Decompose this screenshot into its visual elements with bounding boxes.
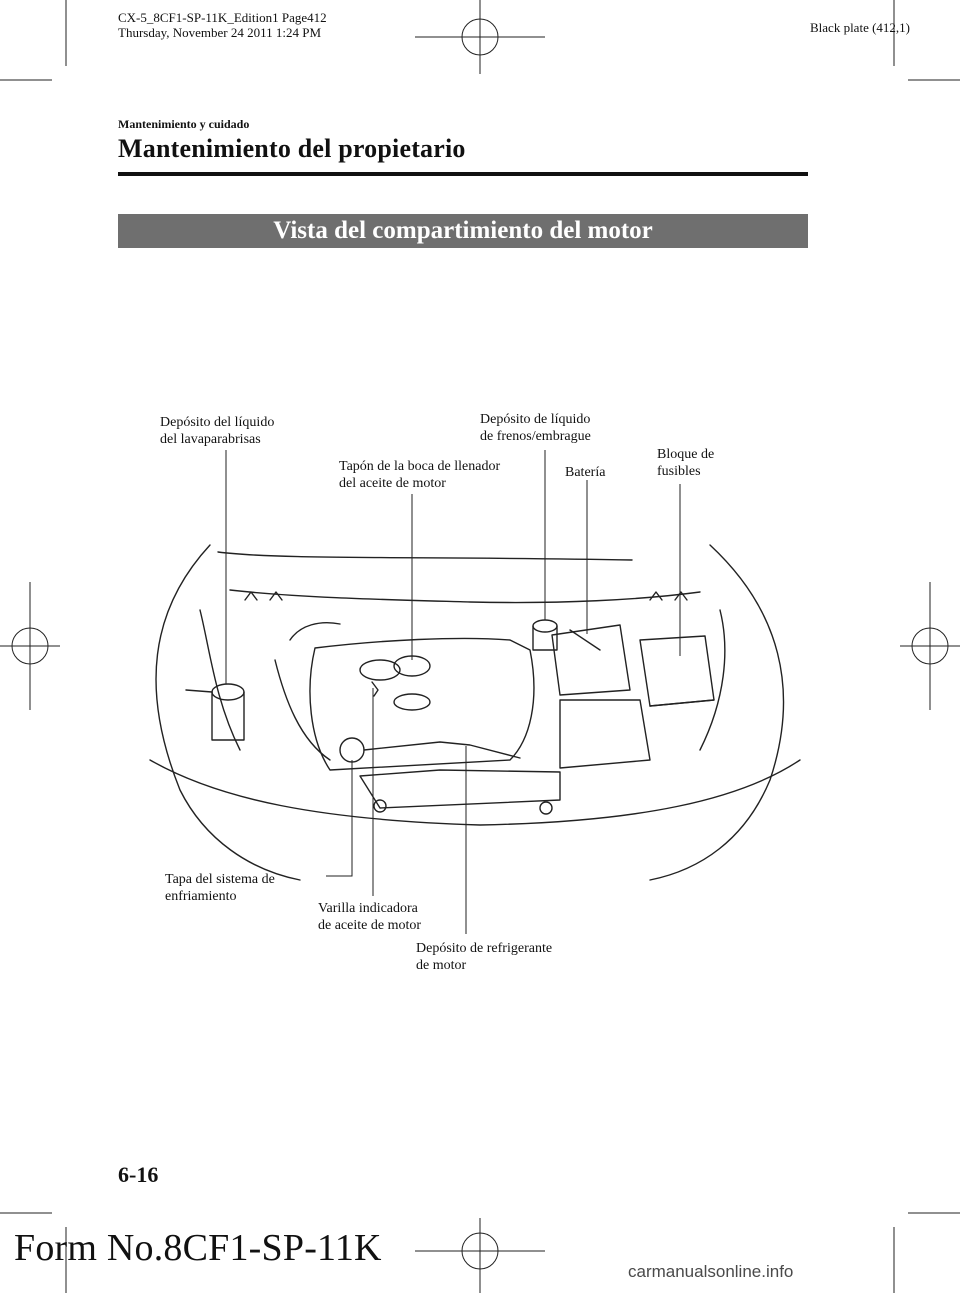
registration-mark-bottom <box>415 1218 545 1293</box>
page-title: Mantenimiento del propietario <box>118 134 466 163</box>
battery-drawing <box>551 624 631 696</box>
fuse-block-drawing <box>639 635 715 707</box>
leader-cooling-cap <box>326 760 353 877</box>
label-cooling-cap: Tapa del sistema de enfriamiento <box>165 872 275 904</box>
print-date: Thursday, November 24 2011 1:24 PM <box>118 25 322 40</box>
doc-id: CX-5_8CF1-SP-11K_Edition1 Page412 <box>118 10 327 25</box>
section-banner: Vista del compartimiento del motor <box>118 214 808 248</box>
label-brake-fluid: Depósito de líquido de frenos/embrague <box>480 412 591 444</box>
cowl-line <box>229 589 701 604</box>
label-coolant-reservoir: Depósito de refrigerante de motor <box>416 941 553 973</box>
fender-right <box>649 544 785 881</box>
registration-mark-left <box>0 582 60 710</box>
label-washer-reservoir: Depósito del líquido del lavaparabrisas <box>160 415 275 447</box>
registration-mark-top <box>415 0 545 74</box>
hood-edge <box>217 551 633 561</box>
washer-reservoir-drawing <box>185 683 245 741</box>
label-fuse-block: Bloque de fusibles <box>657 447 715 479</box>
watermark: carmanualsonline.info <box>628 1262 794 1281</box>
registration-mark-right <box>900 582 960 710</box>
engine-cover-drawing <box>309 637 535 771</box>
print-header-left: CX-5_8CF1-SP-11K_Edition1 Page412 Thursd… <box>118 10 327 40</box>
cooling-cap-drawing <box>339 737 521 763</box>
title-rule <box>118 172 808 176</box>
label-battery: Batería <box>565 465 606 480</box>
inner-fender-right <box>699 609 726 751</box>
plate-label: Black plate (412,1) <box>810 20 910 35</box>
page-number: 6-16 <box>118 1162 159 1187</box>
front-bumper-line <box>149 759 801 826</box>
label-oil-filler-cap: Tapón de la boca de llenador del aceite … <box>339 459 501 491</box>
inner-fender-left <box>199 609 241 751</box>
section-label: Mantenimiento y cuidado <box>118 117 250 131</box>
form-number: Form No.8CF1-SP-11K <box>14 1227 382 1269</box>
label-dipstick: Varilla indicadora de aceite de motor <box>318 901 422 933</box>
